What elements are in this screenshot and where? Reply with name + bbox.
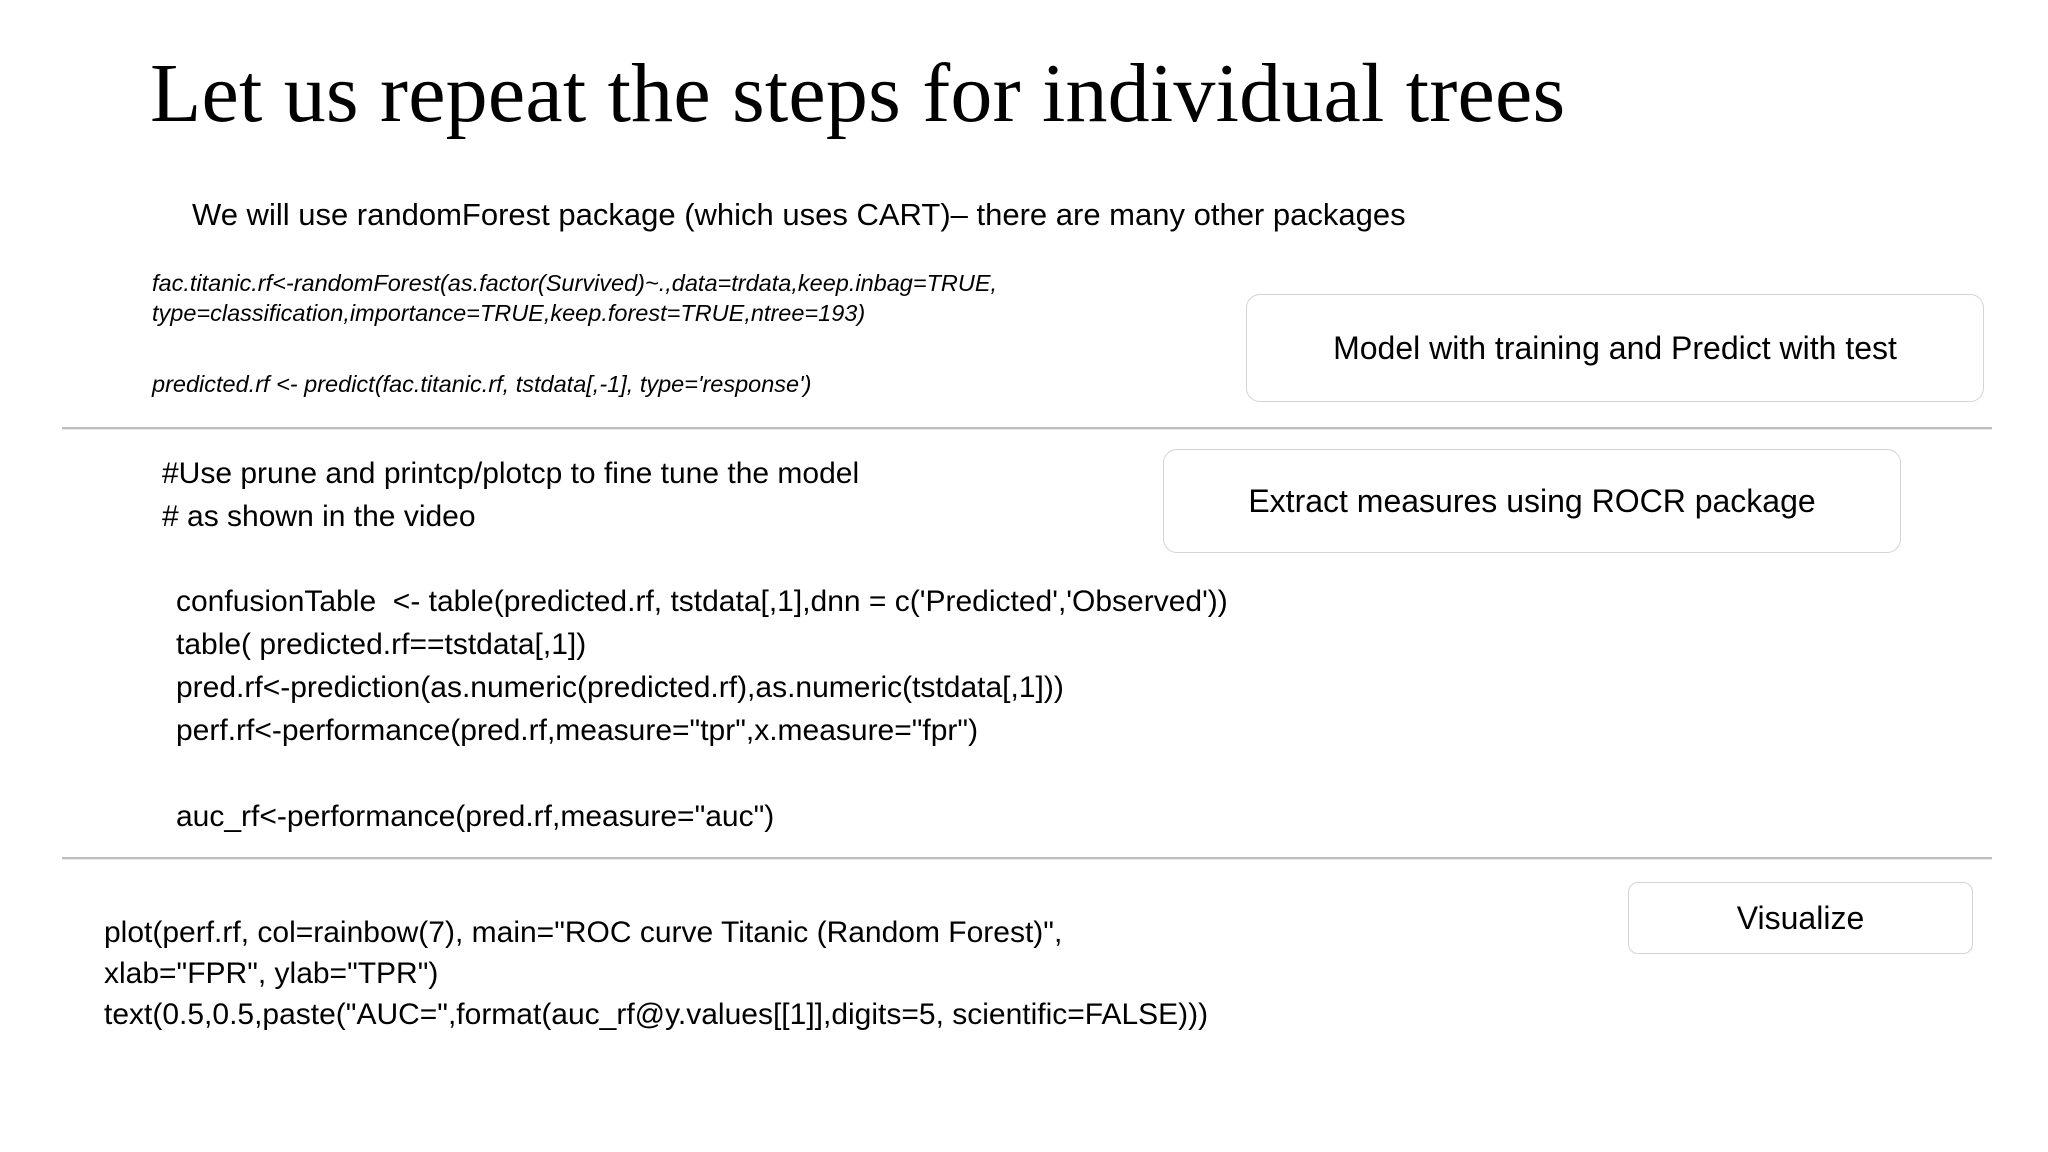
code-predict-rf: predicted.rf <- predict(fac.titanic.rf, … xyxy=(152,371,812,397)
page-title: Let us repeat the steps for individual t… xyxy=(150,47,1566,140)
callout-visualize-label: Visualize xyxy=(1736,899,1865,936)
code-auc-performance: auc_rf<-performance(pred.rf,measure="auc… xyxy=(176,800,775,833)
code-comment-prune: #Use prune and printcp/plotcp to fine tu… xyxy=(162,457,860,533)
code-randomforest-model: fac.titanic.rf<-randomForest(as.factor(S… xyxy=(152,270,998,326)
code-confusion-and-performance: confusionTable <- table(predicted.rf, ts… xyxy=(176,585,1228,747)
slide-subtitle: We will use randomForest package (which … xyxy=(192,197,1406,232)
callout-extract-measures: Extract measures using ROCR package xyxy=(1163,449,1901,553)
code-plot-roc: plot(perf.rf, col=rainbow(7), main="ROC … xyxy=(104,916,1209,1031)
callout-model-label: Model with training and Predict with tes… xyxy=(1333,329,1897,366)
section-divider-2 xyxy=(62,857,1992,859)
callout-visualize: Visualize xyxy=(1628,882,1973,954)
section-divider-1 xyxy=(62,427,1992,429)
callout-model-with-training: Model with training and Predict with tes… xyxy=(1246,294,1984,402)
callout-extract-label: Extract measures using ROCR package xyxy=(1248,482,1816,519)
